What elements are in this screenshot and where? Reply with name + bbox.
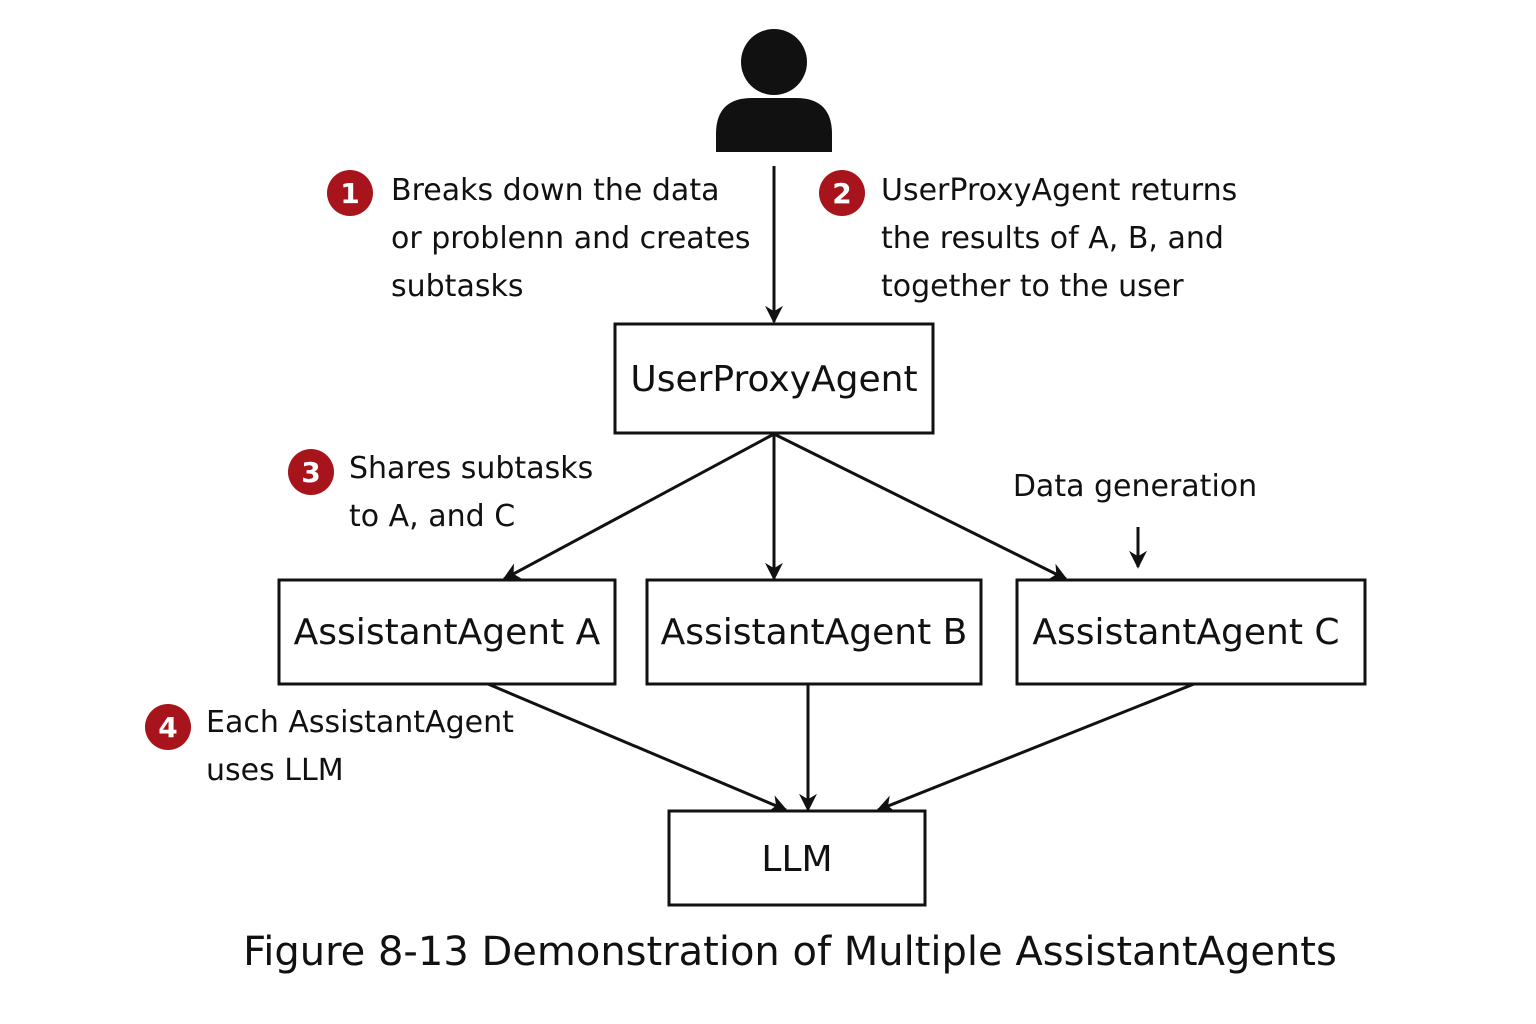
- step-badge: [327, 170, 373, 216]
- step-number: 1: [340, 177, 359, 210]
- node-label: UserProxyAgent: [630, 359, 917, 400]
- node-label: AssistantAgent C: [1032, 612, 1339, 653]
- step-1: 1 Breaks down the data or problenn and c…: [327, 170, 751, 304]
- step-text-line: or problenn and creates: [391, 221, 751, 256]
- step-badge: [288, 449, 334, 495]
- user-icon: [716, 29, 832, 152]
- step-text-line: Shares subtasks: [349, 451, 593, 486]
- node-assistant-agent-a: AssistantAgent A: [277, 578, 617, 686]
- edge-c-to-llm: [876, 682, 1195, 813]
- data-generation-label: Data generation: [1013, 469, 1257, 504]
- edge-proxy-to-c: [773, 432, 1068, 581]
- node-label: AssistantAgent B: [661, 612, 968, 653]
- step-badge: [819, 170, 865, 216]
- step-3: 3 Shares subtasks to A, and C: [288, 449, 593, 534]
- step-text-line: subtasks: [391, 269, 523, 304]
- edge-proxy-to-a: [502, 432, 775, 581]
- edge-a-to-llm: [487, 682, 788, 812]
- node-user-proxy-agent: UserProxyAgent: [613, 322, 935, 435]
- step-number: 4: [158, 711, 177, 744]
- step-number: 2: [832, 177, 851, 210]
- step-4: 4 Each AssistantAgent uses LLM: [145, 704, 514, 788]
- step-text-line: Each AssistantAgent: [206, 705, 514, 740]
- step-badge: [145, 704, 191, 750]
- node-llm: LLM: [667, 809, 927, 907]
- step-text-line: UserProxyAgent returns: [881, 173, 1237, 208]
- node-assistant-agent-c: AssistantAgent C: [1015, 578, 1367, 686]
- step-2: 2 UserProxyAgent returns the results of …: [819, 170, 1237, 304]
- step-text-line: Breaks down the data: [391, 173, 719, 208]
- node-label: AssistantAgent A: [294, 612, 601, 653]
- step-text-line: uses LLM: [206, 753, 344, 788]
- step-text-line: the results of A, B, and: [881, 221, 1224, 256]
- node-assistant-agent-b: AssistantAgent B: [645, 578, 983, 686]
- step-text-line: together to the user: [881, 269, 1184, 304]
- step-number: 3: [301, 456, 320, 489]
- node-label: LLM: [761, 839, 832, 880]
- figure-caption: Figure 8-13 Demonstration of Multiple As…: [243, 929, 1337, 975]
- step-text-line: to A, and C: [349, 499, 515, 534]
